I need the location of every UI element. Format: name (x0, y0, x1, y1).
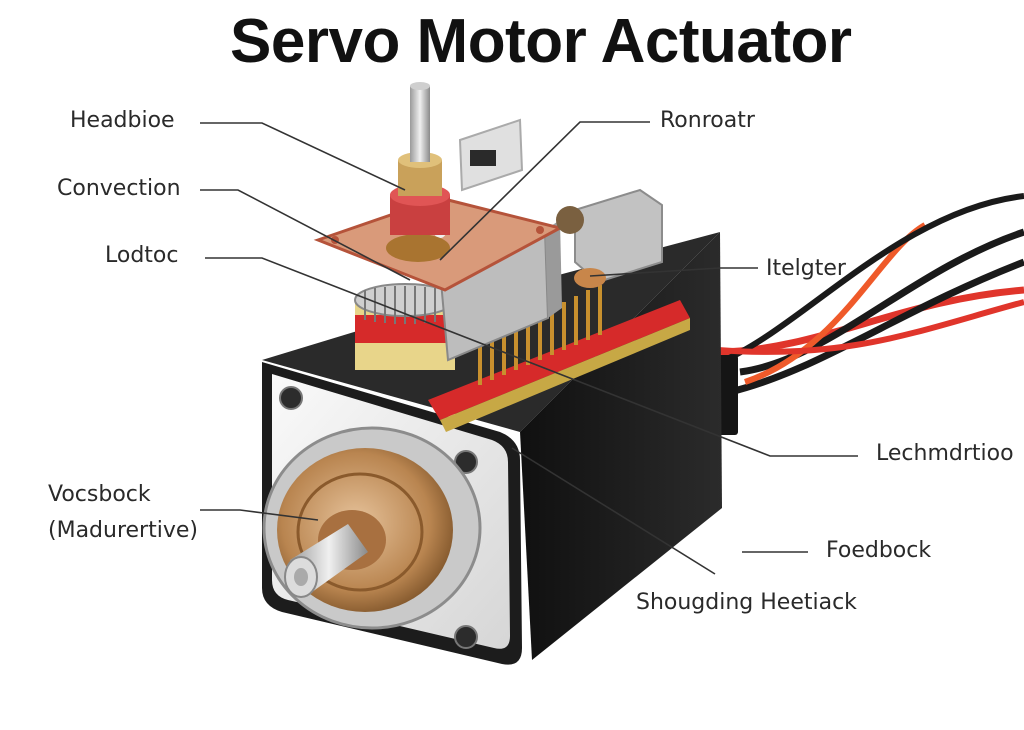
label-lodtoc: Lodtoc (105, 243, 179, 268)
page-title: Servo Motor Actuator (230, 7, 852, 76)
motor-cables (708, 193, 1024, 435)
label-headbioe: Headbioe (70, 108, 175, 133)
output-shaft (284, 524, 368, 598)
leader-lines (200, 121, 858, 575)
housing-side (520, 232, 722, 660)
top-shaft (390, 82, 450, 235)
pcb-board (428, 300, 690, 420)
label-shougding: Shougding Hеetiack (636, 590, 857, 615)
label-foedbock: Foedbock (826, 538, 932, 563)
label-vocsbock-sub: (Madurertive) (48, 518, 198, 543)
label-itelgter: Itelgter (766, 256, 846, 281)
gear-stack (354, 283, 456, 370)
heatsink-fins (478, 285, 602, 385)
label-ronroatr: Ronroatr (660, 108, 755, 133)
label-lechmdrtioo: Lechmdrtioo (876, 441, 1014, 466)
label-convection: Convection (57, 176, 181, 201)
label-vocsbock: Vocsbock (48, 482, 151, 507)
encoder-module (574, 188, 663, 284)
